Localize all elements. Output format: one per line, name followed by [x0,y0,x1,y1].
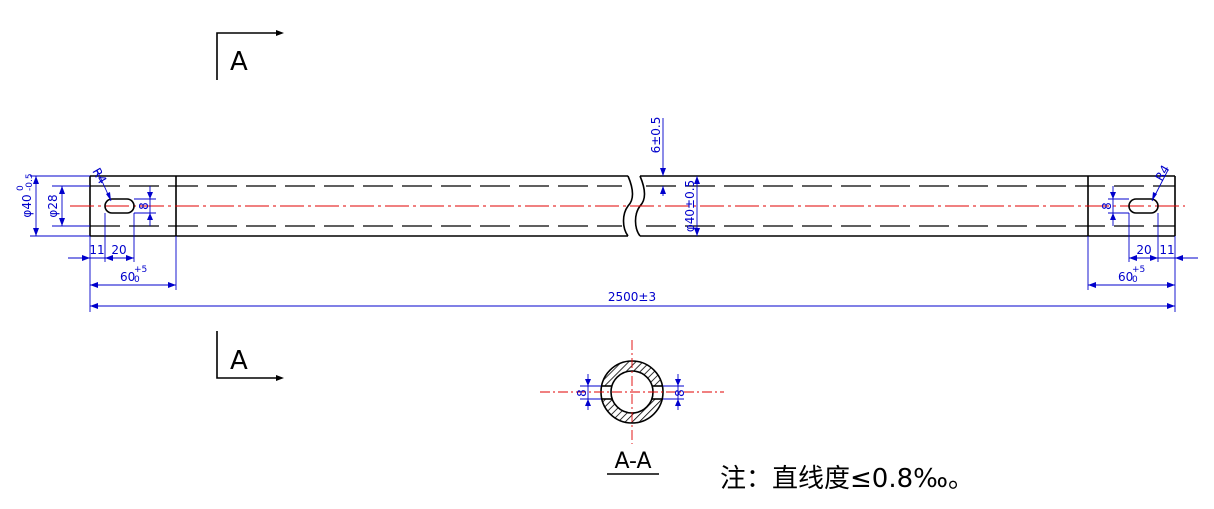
left-slot [104,198,135,214]
overall-length-dimension: 2500±3 [90,290,1175,309]
left-outer-diameter-lower: -0.5 [25,173,35,191]
right-section-length-lower: 0 [1132,275,1138,285]
left-dimensions: φ40 0 -0.5 φ28 R4 8 11 20 [16,166,177,312]
left-section-length: 60 [120,270,135,284]
left-slot-radius: R4 [89,166,109,187]
center-dimensions: 6±0.5 φ40±0.5 [649,117,700,236]
right-slot-radius: R4 [1152,163,1172,184]
straightness-note: 注：直线度≤0.8‰。 [720,464,974,494]
left-section-length-upper: +5 [134,265,147,275]
right-section-length-upper: +5 [1132,265,1145,275]
right-offset: 11 [1159,243,1174,257]
section-view-label: A-A [614,449,651,474]
right-slot-width: 8 [1100,202,1114,210]
left-inner-diameter: φ28 [46,194,60,217]
wall-thickness: 6±0.5 [649,117,663,154]
hidden-bore-lines [90,185,1175,227]
left-offset: 11 [89,243,104,257]
left-slot-length: 20 [111,243,126,257]
section-slot-right: 8 [673,389,687,397]
right-slot-length: 20 [1136,243,1151,257]
section-marker-bottom: A [216,331,284,381]
section-marker-bottom-label: A [230,346,248,376]
section-slot-left: 8 [575,389,589,397]
section-marker-top-label: A [230,47,248,77]
overall-length: 2500±3 [608,290,656,304]
center-diameter: φ40±0.5 [683,180,697,232]
left-section-length-lower: 0 [134,275,140,285]
left-outer-diameter-upper: 0 [16,185,26,191]
right-dimensions: R4 8 20 11 60 +5 0 [1087,163,1198,312]
left-slot-width: 8 [137,202,151,210]
section-wall-hatching [601,361,664,423]
left-outer-diameter: φ40 [20,194,34,217]
right-section-length: 60 [1118,270,1133,284]
section-marker-top: A [216,30,284,80]
section-view: 8 8 A-A [540,340,724,475]
right-slot [1128,198,1159,214]
